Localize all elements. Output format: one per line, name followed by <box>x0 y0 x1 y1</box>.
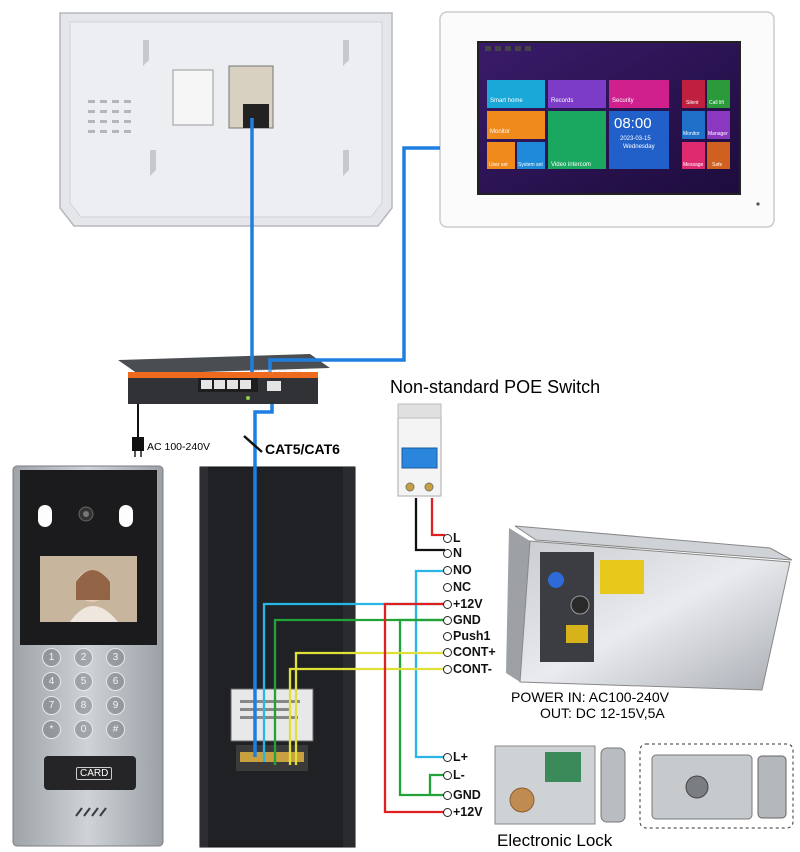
tile-video-intercom: Video intercom <box>551 162 591 168</box>
keypad-key[interactable]: 1 <box>42 648 61 667</box>
screen-time: 08:00 <box>614 115 652 132</box>
tile-security: Security <box>612 98 634 104</box>
terminal-n: N <box>443 546 462 560</box>
ac-plug-label: AC 100-240V <box>147 441 211 453</box>
tile-records: Records <box>551 98 574 104</box>
terminal-12v: +12V <box>443 597 483 611</box>
tile-user-set: User set <box>489 162 508 168</box>
screen-day: Wednesday <box>623 144 655 150</box>
poe-switch-label: Non-standard POE Switch <box>390 377 601 397</box>
ac-plug <box>132 404 144 457</box>
tile-silent: Silent <box>686 100 699 106</box>
circuit-breaker <box>397 403 442 497</box>
keypad-key[interactable]: 4 <box>42 672 61 691</box>
tile-message: Message <box>683 162 704 168</box>
electronic-lock-closed <box>639 743 794 829</box>
tile-manager: Manager <box>708 131 728 137</box>
terminal-nc: NC <box>443 580 471 594</box>
keypad-key[interactable]: 5 <box>74 672 93 691</box>
tile-monitor: Monitor <box>490 129 511 135</box>
keypad-key[interactable]: 9 <box>106 696 125 715</box>
keypad-key[interactable]: 3 <box>106 648 125 667</box>
lock-terminal-12v: +12V <box>443 805 483 819</box>
electronic-lock-open <box>494 745 626 825</box>
control-wires <box>262 498 445 814</box>
lock-terminal-gnd: GND <box>443 788 481 802</box>
power-label-line2: OUT: DC 12-15V,5A <box>540 705 665 721</box>
terminal-cont: CONT- <box>443 662 492 676</box>
card-label: CARD <box>76 767 113 780</box>
lock-terminal-l: L+ <box>443 750 468 764</box>
tile-monitor-small: Monitor <box>683 131 700 137</box>
tile-smart-home: Smart home <box>490 98 523 104</box>
keypad-key[interactable]: 2 <box>74 648 93 667</box>
keypad-key[interactable]: 6 <box>106 672 125 691</box>
indoor-monitor <box>439 11 775 228</box>
poe-switch <box>118 354 330 404</box>
terminal-l: L <box>443 531 461 545</box>
tile-system-set: System set <box>518 162 543 168</box>
terminal-gnd: GND <box>443 613 481 627</box>
power-supply <box>506 525 793 691</box>
screen-date: 2023-03-15 <box>620 136 651 142</box>
network-cables <box>243 118 440 757</box>
terminal-no: NO <box>443 563 472 577</box>
keypad-key[interactable]: 0 <box>74 720 93 739</box>
tile-call-lift: Call lift <box>709 100 725 106</box>
keypad-key[interactable]: 8 <box>74 696 93 715</box>
tile-safe: Safe <box>712 162 723 168</box>
switch-model-text: 10/100Mbps 5POE Switch <box>254 368 301 373</box>
monitor-back <box>59 12 393 227</box>
connection-box <box>199 466 356 848</box>
lock-label: Electronic Lock <box>497 831 613 850</box>
lock-terminal-l: L- <box>443 768 465 782</box>
power-label-line1: POWER IN: AC100-240V <box>511 689 669 705</box>
terminal-cont: CONT+ <box>443 645 496 659</box>
terminal-push1: Push1 <box>443 629 491 643</box>
cable-label: CAT5/CAT6 <box>265 441 340 457</box>
keypad-key[interactable]: # <box>106 720 125 739</box>
keypad-key[interactable]: 7 <box>42 696 61 715</box>
keypad-key[interactable]: * <box>42 720 61 739</box>
